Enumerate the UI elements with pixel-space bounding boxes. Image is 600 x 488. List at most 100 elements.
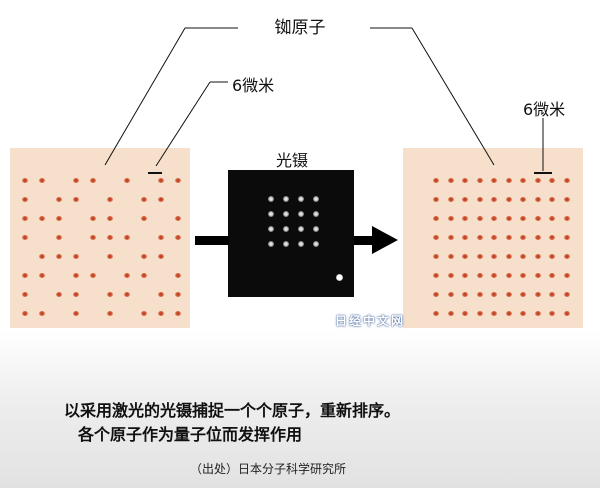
atom: [107, 254, 113, 259]
atom: [534, 254, 541, 259]
scale-label-right: 6微米: [523, 100, 566, 119]
atom: [549, 292, 555, 297]
atom: [491, 235, 497, 240]
atom: [107, 216, 113, 221]
tweezer-spot: [298, 196, 304, 202]
atom: [22, 178, 28, 183]
atom: [56, 197, 62, 202]
atom: [549, 178, 555, 183]
atom: [563, 273, 570, 278]
atom: [549, 235, 555, 240]
atom: [462, 235, 468, 240]
atom: [505, 197, 512, 202]
atom: [158, 178, 164, 183]
atom: [520, 311, 526, 316]
atom: [549, 197, 555, 202]
atom: [491, 216, 497, 221]
tweezer-spot: [268, 196, 274, 202]
atom: [462, 197, 468, 202]
panel-before-arrangement: [10, 148, 190, 328]
atom: [476, 254, 483, 259]
atom: [22, 197, 28, 202]
atom: [39, 311, 45, 316]
atom: [462, 311, 468, 316]
atom: [56, 235, 62, 240]
atom: [447, 235, 454, 240]
atom: [158, 197, 164, 202]
tweezer-spot: [313, 226, 319, 232]
atom: [476, 235, 483, 240]
atom: [22, 311, 28, 316]
atom: [505, 235, 512, 240]
atom: [107, 311, 113, 316]
arrow-right-shaft: [354, 236, 374, 245]
tweezer-spot: [313, 196, 319, 202]
atom: [563, 235, 570, 240]
atom: [534, 311, 541, 316]
rubidium-atom-label: 铷原子: [274, 18, 326, 38]
atom: [175, 292, 181, 297]
panel-optical-tweezer: [228, 170, 354, 297]
atom: [476, 178, 483, 183]
tweezer-spot: [268, 226, 274, 232]
source-credit: （出处）日本分子科学研究所: [190, 462, 347, 476]
atom: [447, 197, 454, 202]
atom: [124, 235, 130, 240]
atom: [549, 216, 555, 221]
atom: [563, 254, 570, 259]
atom: [462, 178, 468, 183]
atom: [39, 178, 45, 183]
atom: [433, 216, 439, 221]
tweezer-spot: [268, 211, 274, 217]
atom: [549, 311, 555, 316]
leader-line-title-left: [104, 27, 186, 166]
atom: [462, 292, 468, 297]
atom: [520, 254, 526, 259]
caption-line-1: 以采用激光的光镊捕捉一个个原子，重新排序。: [64, 401, 401, 420]
atom: [158, 311, 164, 316]
atom: [462, 254, 468, 259]
atom: [520, 273, 526, 278]
atom: [22, 273, 28, 278]
atom: [433, 273, 439, 278]
atom: [107, 197, 113, 202]
tweezer-spot: [268, 241, 274, 247]
atom: [22, 292, 28, 297]
tweezer-spot: [283, 241, 289, 247]
atom: [520, 216, 526, 221]
tweezer-spot: [283, 211, 289, 217]
atom: [433, 235, 439, 240]
atom: [520, 178, 526, 183]
atom: [491, 292, 497, 297]
atom: [549, 254, 555, 259]
atom: [124, 273, 130, 278]
atom: [175, 216, 181, 221]
atom: [534, 197, 541, 202]
atom: [141, 254, 147, 259]
atom: [433, 197, 439, 202]
atom: [141, 216, 147, 221]
atom: [158, 254, 164, 259]
atom: [505, 273, 512, 278]
atom: [158, 235, 164, 240]
atom: [563, 292, 570, 297]
atom: [491, 273, 497, 278]
scale-label-left: 6微米: [232, 76, 275, 95]
tweezer-spot: [313, 211, 319, 217]
atom: [447, 311, 454, 316]
atom: [158, 292, 164, 297]
atom: [124, 178, 130, 183]
atom: [476, 292, 483, 297]
atom: [534, 292, 541, 297]
optical-tweezer-label: 光镊: [276, 151, 309, 170]
atom: [73, 197, 79, 202]
atom: [476, 273, 483, 278]
atom: [491, 311, 497, 316]
atom: [141, 197, 147, 202]
scale-bar-left: [148, 172, 162, 174]
tweezer-spot: [313, 241, 319, 247]
tweezer-spot: [298, 226, 304, 232]
atom: [447, 216, 454, 221]
arrow-left-shaft: [195, 236, 229, 245]
